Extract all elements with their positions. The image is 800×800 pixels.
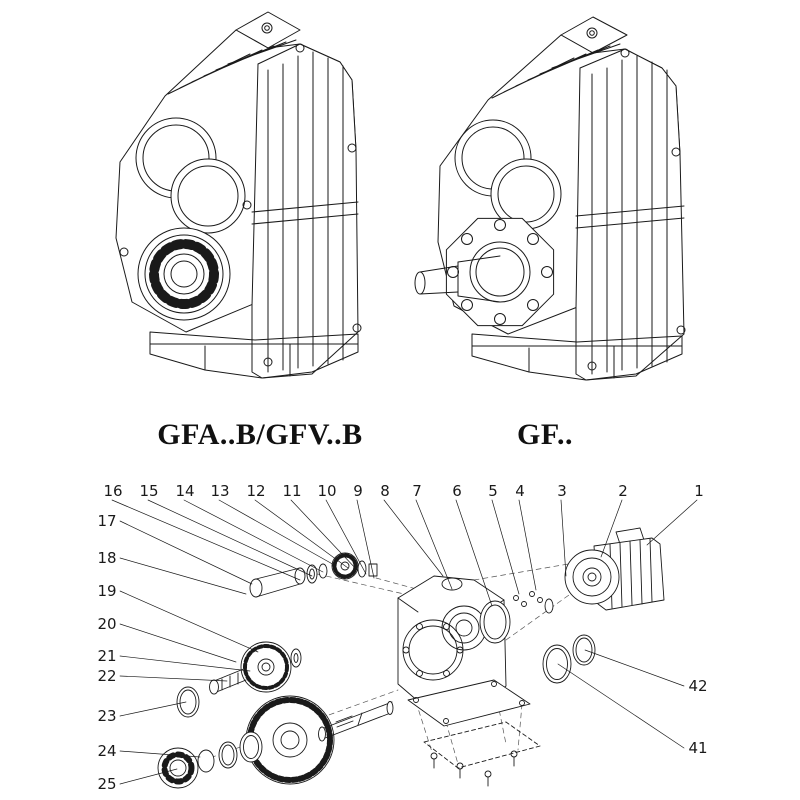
exploded-housing-rings (479, 591, 596, 684)
callout-4: 4 (515, 482, 525, 500)
model-label-gfab-gfvb: GFA..B/GFV..B (157, 418, 363, 451)
callout-10: 10 (317, 482, 337, 500)
callout-12: 12 (246, 482, 266, 500)
exploded-motor (564, 527, 665, 611)
callout-8: 8 (380, 482, 390, 500)
callout-24: 24 (97, 742, 117, 760)
callout-41: 41 (688, 739, 708, 757)
callout-17: 17 (97, 512, 117, 530)
callout-leader-lines (111, 499, 698, 785)
callout-5: 5 (488, 482, 498, 500)
exploded-bottom-cover (407, 679, 541, 787)
callout-22: 22 (97, 667, 117, 685)
gearbox-drawing-right (414, 16, 686, 381)
exploded-view-drawing (157, 527, 665, 789)
callout-13: 13 (210, 482, 230, 500)
callout-11: 11 (282, 482, 302, 500)
callout-2: 2 (618, 482, 628, 500)
callout-42: 42 (688, 677, 708, 695)
model-label-gf: GF.. (517, 418, 573, 451)
exploded-bearings-rings (157, 731, 263, 789)
callout-19: 19 (97, 582, 117, 600)
exploded-gear-cluster (176, 641, 302, 718)
callout-18: 18 (97, 549, 117, 567)
exploded-output-gear-shaft (245, 695, 394, 785)
exploded-input-shaft-parts (249, 552, 378, 598)
exploded-housing (397, 575, 507, 713)
callout-21: 21 (97, 647, 117, 665)
callout-6: 6 (452, 482, 462, 500)
callout-25: 25 (97, 775, 117, 793)
callout-9: 9 (353, 482, 363, 500)
callout-23: 23 (97, 707, 117, 725)
callout-1: 1 (694, 482, 704, 500)
gearbox-drawing-left (115, 11, 362, 379)
callout-15: 15 (139, 482, 159, 500)
callout-7: 7 (412, 482, 422, 500)
callout-16: 16 (103, 482, 123, 500)
callout-14: 14 (175, 482, 195, 500)
callout-20: 20 (97, 615, 117, 633)
callout-3: 3 (557, 482, 567, 500)
